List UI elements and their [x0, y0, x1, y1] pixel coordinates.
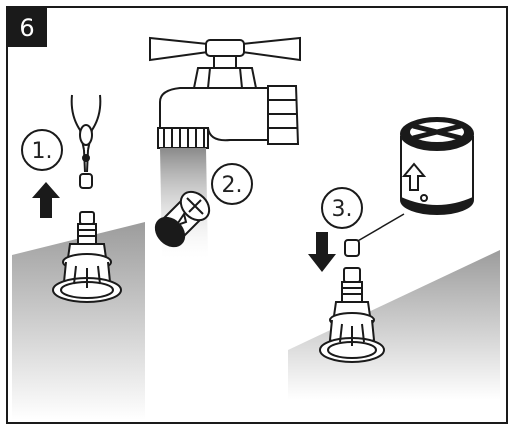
retainer-clip-icon [345, 240, 359, 256]
filter-stem-icon [78, 212, 96, 244]
filter-stem-icon [342, 268, 362, 302]
retainer-clip-icon [80, 174, 92, 188]
step-2-label: 2. [222, 173, 243, 198]
step-1-label: 1. [32, 139, 53, 164]
faucet-icon [150, 38, 300, 148]
step-badge-number: 6 [19, 14, 34, 42]
step-3-label: 3. [332, 197, 353, 222]
step-badge: 6 [7, 7, 47, 47]
filter-cartridge-icon [401, 118, 473, 214]
